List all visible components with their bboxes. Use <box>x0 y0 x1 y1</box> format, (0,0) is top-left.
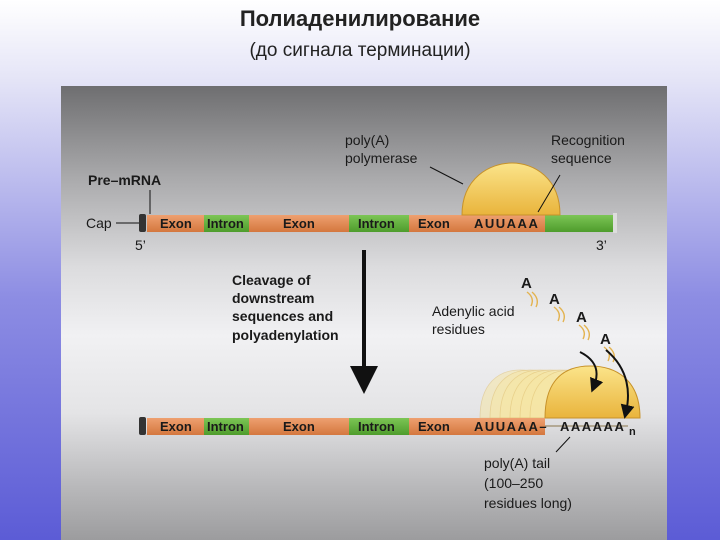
step-label-line1: Cleavage of <box>232 272 311 288</box>
recognition-label-line1: Recognition <box>551 132 625 148</box>
adenine-residue: A <box>576 309 587 326</box>
poly-a-tail-subscript: n <box>629 426 636 438</box>
segment-label-exon: Exon <box>283 419 315 434</box>
adenylic-residue-trails <box>526 291 616 363</box>
exon-segment <box>409 215 545 232</box>
segment-label-exon: Exon <box>418 216 450 231</box>
segment-label-exon: Exon <box>283 216 315 231</box>
intron-segment <box>349 418 409 435</box>
intron-segment <box>349 215 409 232</box>
enzyme-label-line2: polymerase <box>345 150 418 166</box>
poly-a-tail-sequence: AAAAAA <box>560 419 625 434</box>
mature-mrna-strand <box>139 417 628 435</box>
intron-segment <box>204 215 249 232</box>
pre-mrna-strand <box>139 213 617 233</box>
adenylic-label-line1: Adenylic acid <box>432 303 515 319</box>
segment-label-intron: Intron <box>358 216 395 231</box>
exon-segment <box>147 215 204 232</box>
tail-note-line2: (100–250 <box>484 475 543 491</box>
cap-label: Cap <box>86 215 112 231</box>
segment-label-exon: Exon <box>160 419 192 434</box>
segment-label-intron: Intron <box>207 216 244 231</box>
intron-segment <box>204 418 249 435</box>
segment-label-exon: Exon <box>418 419 450 434</box>
exon-segment <box>147 418 204 435</box>
tail-note-pointer <box>555 436 571 453</box>
exon-segment <box>249 215 349 232</box>
slide-subtitle: (до сигнала терминации) <box>249 40 471 61</box>
exon-segment <box>249 418 349 435</box>
enzyme-label-line1: poly(A) <box>345 132 389 148</box>
segment-label-intron: Intron <box>358 419 395 434</box>
downstream-segment <box>545 215 617 232</box>
adenylic-label-line2: residues <box>432 321 485 337</box>
tail-note-line3: residues long) <box>484 495 572 511</box>
segment-label-intron: Intron <box>207 419 244 434</box>
slide-title: Полиаденилирование <box>239 6 481 31</box>
enzyme-pointer <box>429 166 464 185</box>
residue-addition-arrow <box>605 349 635 419</box>
step-label-line4: polyadenylation <box>232 327 339 343</box>
tail-prefix-label: AUUAAA– <box>474 419 548 434</box>
cap-structure <box>139 214 146 232</box>
poly-a-polymerase-enzyme <box>461 162 561 216</box>
adenine-residue: A <box>521 275 532 292</box>
five-prime-label: 5’ <box>135 237 146 253</box>
step-label-line3: sequences and <box>232 308 333 324</box>
step-label-line2: downstream <box>232 290 314 306</box>
signal-sequence-label: AUUAAA <box>474 216 539 231</box>
three-prime-label: 3’ <box>596 237 607 253</box>
residue-addition-arrow <box>579 351 604 393</box>
recognition-pointer <box>537 174 561 213</box>
exon-segment <box>409 418 545 435</box>
adenine-residue: A <box>549 291 560 308</box>
adenine-residue: A <box>600 331 611 348</box>
cap-structure <box>139 417 146 435</box>
segment-label-exon: Exon <box>160 216 192 231</box>
recognition-label-line2: sequence <box>551 150 612 166</box>
tail-note-line1: poly(A) tail <box>484 455 550 471</box>
strand-end <box>613 213 617 233</box>
pre-mrna-label: Pre–mRNA <box>88 172 161 188</box>
